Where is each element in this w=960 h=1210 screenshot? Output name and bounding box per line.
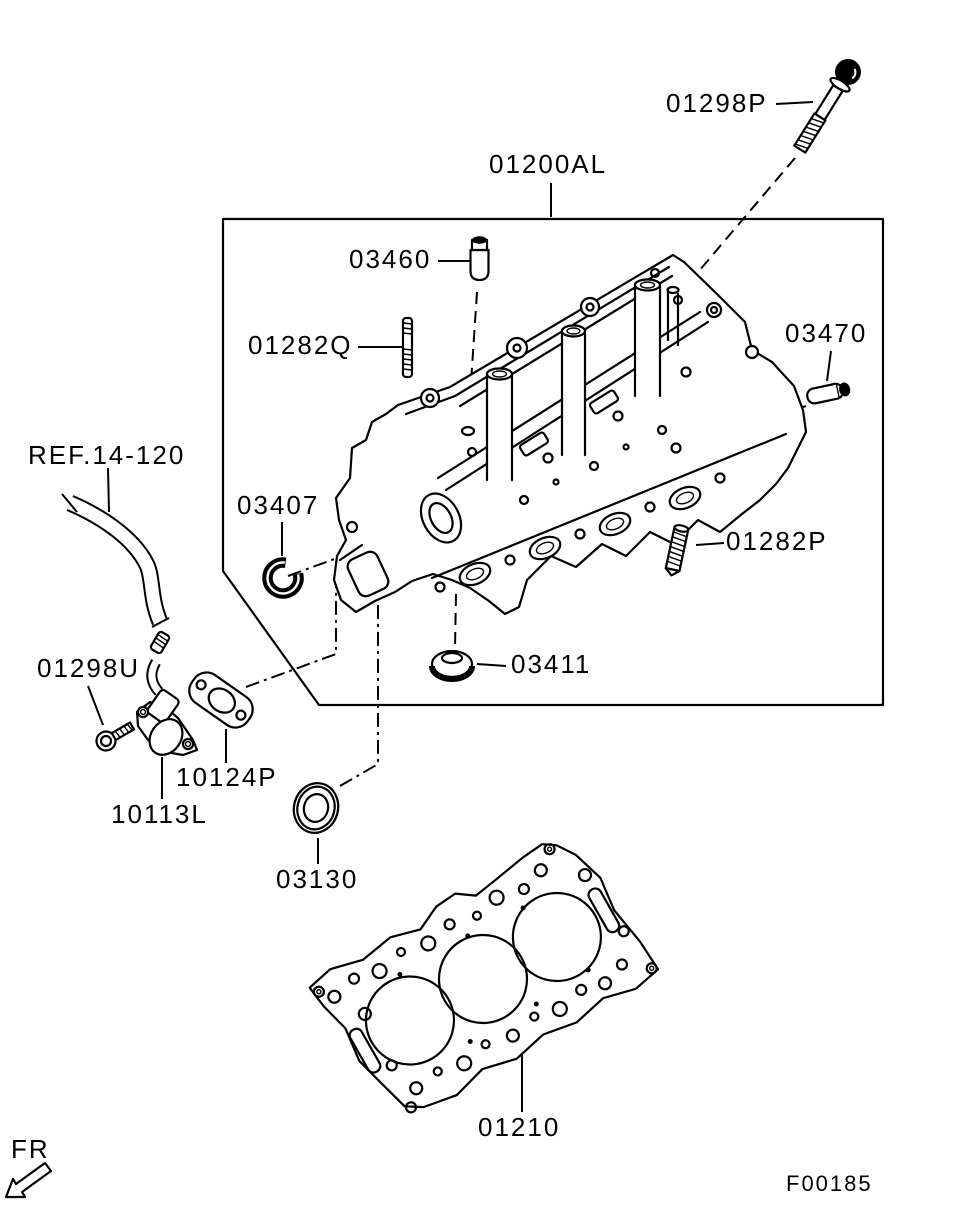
part-label-01282Q: 01282Q [248, 330, 353, 360]
dowel-pin-03470 [806, 382, 851, 405]
breather-hose-ref [61, 493, 170, 628]
part-label-01298P: 01298P [666, 88, 768, 118]
cam-seal-03407 [262, 557, 304, 599]
part-label-ref-14-120: REF.14-120 [28, 440, 186, 470]
gasket-10124P [188, 671, 254, 729]
head-end-face [338, 492, 463, 598]
rocker-detail [460, 294, 692, 506]
figure-code: F00185 [786, 1171, 873, 1196]
part-label-03411: 03411 [511, 649, 592, 679]
part-label-01282P: 01282P [726, 526, 828, 556]
part-label-01210: 01210 [478, 1112, 561, 1142]
sensor-10113L [135, 630, 199, 757]
part-label-03470: 03470 [785, 318, 868, 348]
cylinder-head-drawing [332, 253, 808, 616]
part-label-10113L: 10113L [111, 799, 208, 829]
part-label-10124P: 10124P [176, 762, 278, 792]
head-gasket-01210 [308, 843, 660, 1114]
valve-seal-03411 [429, 649, 475, 682]
valve-guide-03460 [469, 236, 490, 282]
head-towers [485, 278, 680, 482]
part-label-03407: 03407 [237, 490, 320, 520]
bolt-01298U [95, 721, 136, 752]
stud-01282P [664, 524, 690, 577]
leader-lines [87, 101, 832, 1112]
head-bolt-bosses [419, 267, 760, 409]
callout-box [221, 217, 885, 707]
fr-direction-arrow [4, 1161, 53, 1199]
part-label-03460: 03460 [349, 244, 432, 274]
crank-seal-03130 [292, 782, 340, 834]
stud-01282Q [401, 316, 414, 379]
part-label-01298U: 01298U [37, 653, 141, 683]
fr-direction-label: FR [11, 1134, 50, 1164]
head-bolt-01298P [793, 59, 861, 154]
part-label-03130: 03130 [276, 864, 359, 894]
exhaust-ports [434, 472, 726, 593]
part-label-01200AL: 01200AL [489, 149, 608, 179]
